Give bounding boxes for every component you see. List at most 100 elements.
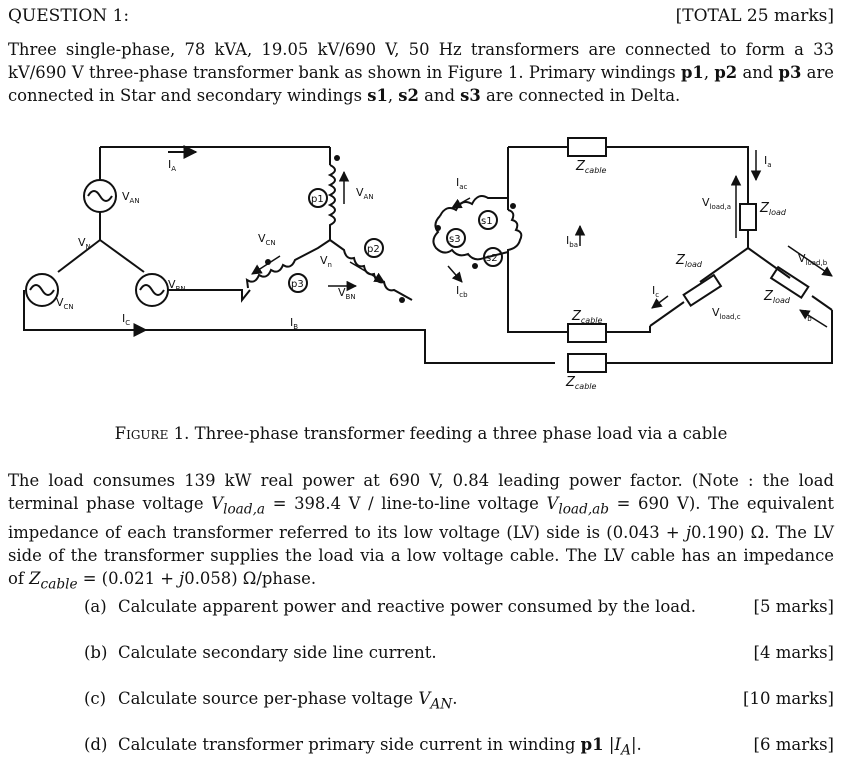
label-p1: p1 — [311, 194, 324, 205]
label-Iac: Iac — [456, 176, 468, 191]
winding-p2: p2 — [714, 63, 738, 82]
text: 0.190) Ω. The LV side of the transformer… — [8, 523, 834, 589]
total-marks: [TOTAL 25 marks] — [675, 6, 834, 26]
label-p2: p2 — [367, 244, 380, 255]
var: V — [546, 494, 559, 513]
question-abs: | — [603, 735, 615, 754]
question-a: (a) Calculate apparent power and reactive… — [84, 597, 834, 616]
cable-impedance-1 — [567, 137, 607, 157]
var: Z — [29, 569, 41, 589]
var-sub: load,ab — [558, 501, 610, 518]
question-var: I — [614, 735, 621, 754]
figure-caption: Figure 1. Three-phase transformer feedin… — [0, 424, 842, 443]
question-end: . — [452, 689, 458, 708]
cable-impedance-2 — [567, 323, 607, 343]
label-Vloada: Vload,a — [702, 196, 731, 211]
question-marks: [4 marks] — [753, 643, 834, 662]
label-Zcable-2: Zcable — [571, 309, 603, 325]
label-Iba: Iba — [566, 234, 578, 249]
label-VBN: VBN — [168, 278, 186, 293]
label-Ib: Ib — [804, 308, 812, 323]
text: = 398.4 V / line-to-line voltage — [265, 494, 547, 513]
label-s1: s1 — [481, 216, 493, 227]
intro-text: are connected in Star and secondary wind… — [8, 63, 834, 105]
label-VCN2: VCN — [258, 232, 276, 247]
label-Zcable-1: Zcable — [575, 159, 607, 175]
label-Zcable-3: Zcable — [565, 375, 597, 391]
label-Zload-a: Zload — [759, 201, 787, 217]
sep: , — [703, 63, 715, 82]
question-d: (d) Calculate transformer primary side cu… — [84, 735, 834, 758]
question-number: QUESTION 1: — [8, 6, 130, 26]
label-Zload-c: Zload — [675, 253, 703, 269]
cable-impedance-3 — [567, 353, 607, 373]
var: j — [685, 523, 692, 543]
winding-p3: p3 — [778, 63, 802, 82]
label-IB: IB — [290, 316, 298, 331]
question-text: Calculate secondary side line current. — [118, 643, 437, 662]
var-sub: cable — [40, 576, 78, 593]
var: j — [179, 569, 185, 589]
label-VCN: VCN — [56, 296, 74, 311]
label-Ic: Ic — [652, 284, 659, 299]
sep: , — [387, 86, 399, 105]
label-VAN: VAN — [122, 190, 140, 205]
question-marks: [5 marks] — [753, 597, 834, 616]
label-VAN2: VAN — [356, 186, 374, 201]
intro-paragraph: Three single-phase, 78 kVA, 19.05 kV/690… — [8, 38, 834, 107]
load-impedance-b — [769, 265, 810, 300]
load-paragraph: The load consumes 139 kW real power at 6… — [8, 469, 834, 597]
sep: and — [737, 63, 779, 82]
label-Vloadc: Vload,c — [712, 306, 741, 321]
question-var-sub: A — [621, 742, 631, 759]
question-var: V — [418, 689, 431, 708]
question-label: (a) — [84, 597, 107, 616]
sep: and — [418, 86, 461, 105]
question-b: (b) Calculate secondary side line current… — [84, 643, 834, 662]
question-c: (c)Calculate source per-phase voltage VA… — [84, 689, 834, 712]
winding-p1: p1 — [680, 63, 704, 82]
question-header: QUESTION 1: [TOTAL 25 marks] — [8, 4, 834, 28]
var: V — [211, 494, 224, 513]
label-VBN2: VBN — [338, 286, 356, 301]
winding-s3: s3 — [460, 86, 481, 105]
label-p3: p3 — [291, 279, 304, 290]
load-impedance-c — [682, 273, 723, 308]
secondary-and-load — [432, 137, 833, 373]
question-var-sub: AN — [430, 696, 453, 713]
caption-label: Figure 1. — [114, 424, 190, 443]
ac-source-b-icon — [135, 273, 169, 307]
var-sub: load,a — [223, 501, 266, 518]
question-marks: [6 marks] — [753, 735, 834, 754]
text: = (0.021 + — [77, 569, 180, 589]
question-bold: p1 — [580, 735, 604, 754]
winding-s1: s1 — [367, 86, 388, 105]
intro-text: Three single-phase, 78 kVA, 19.05 kV/690… — [8, 40, 834, 82]
label-s2: s2 — [486, 253, 498, 264]
winding-s2: s2 — [398, 86, 419, 105]
label-Ia: Ia — [764, 154, 772, 169]
label-IA: IA — [168, 158, 176, 173]
source-network — [23, 145, 555, 364]
primary-windings — [245, 147, 413, 303]
question-abs: |. — [630, 735, 642, 754]
question-text: Calculate transformer primary side curre… — [118, 735, 581, 754]
label-VN: VN — [78, 236, 91, 251]
label-s3: s3 — [449, 234, 461, 245]
ac-source-a-icon — [83, 179, 117, 213]
text: The load consumes 139 kW real power at 6… — [8, 471, 834, 513]
label-Zload-b: Zload — [763, 289, 791, 305]
circuit-figure: IA VAN VN VBN VCN IC IB p1 p2 p3 VAN VCN… — [23, 137, 833, 391]
question-text: Calculate apparent power and reactive po… — [118, 597, 696, 616]
question-marks: [10 marks] — [743, 689, 834, 708]
label-Vn: Vn — [320, 254, 332, 269]
label-Icb: Icb — [456, 284, 468, 299]
text: 0.058) Ω/phase. — [184, 569, 317, 589]
ac-source-c-icon — [25, 273, 59, 307]
question-label: (b) — [84, 643, 108, 662]
question-label: (d) — [84, 735, 108, 754]
label-Vloadb: Vload,b — [798, 252, 828, 267]
question-label: (c) — [84, 689, 107, 708]
load-impedance-a — [739, 203, 757, 231]
caption-text: Three-phase transformer feeding a three … — [189, 424, 728, 443]
